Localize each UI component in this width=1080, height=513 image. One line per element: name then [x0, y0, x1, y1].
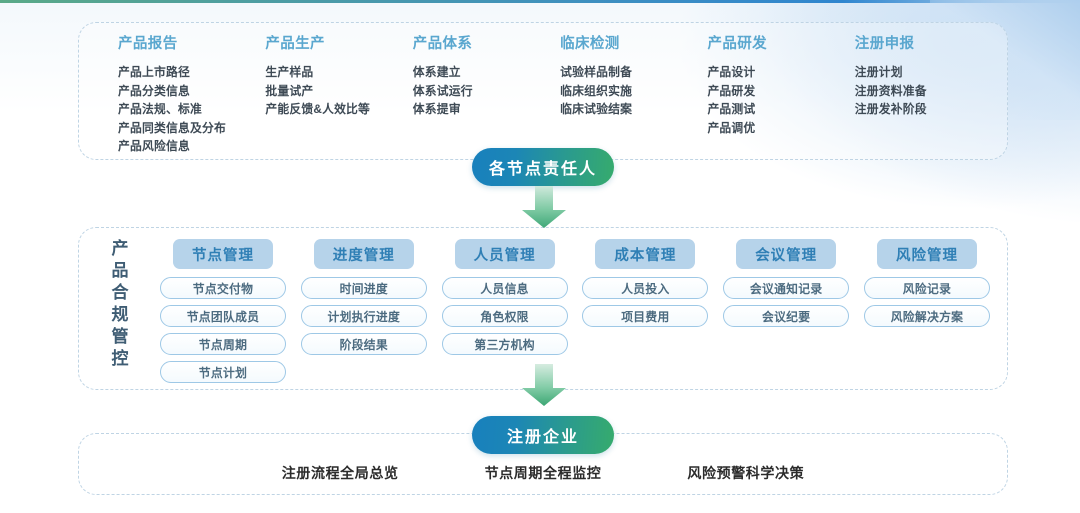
vertical-section-label-text: 产品合规管控 [108, 239, 128, 371]
matrix-column-title: 产品体系 [412, 36, 473, 52]
matrix-column-title: 产品生产 [265, 36, 325, 52]
card-meeting-management: 会议管理 会议通知记录 会议纪要 [721, 239, 851, 390]
down-arrow-icon [521, 186, 567, 228]
registered-enterprise-pill[interactable]: 注册企业 [472, 416, 614, 454]
matrix-item: 产品设计 [707, 65, 756, 79]
matrix-item: 产能反馈&人效比等 [265, 102, 371, 116]
top-matrix: 产品报告 产品上市路径 产品分类信息 产品法规、标准 产品同类信息及分布 产品风… [78, 22, 1008, 160]
card-title[interactable]: 会议管理 [736, 239, 837, 269]
card-item[interactable]: 角色权限 [441, 305, 568, 327]
matrix-column-product-system: 产品体系 体系建立 体系试运行 体系提审 [413, 32, 560, 160]
matrix-item: 注册发补阶段 [854, 102, 927, 116]
matrix-item: 产品法规、标准 [118, 102, 202, 116]
matrix-column-title: 产品报告 [118, 36, 178, 52]
matrix-column-title: 产品研发 [707, 36, 768, 52]
footer-item: 注册流程全局总览 [281, 465, 399, 481]
matrix-item: 体系建立 [412, 65, 461, 79]
card-item[interactable]: 节点周期 [160, 333, 286, 355]
matrix-item: 产品分类信息 [118, 83, 190, 98]
card-item[interactable]: 会议纪要 [723, 305, 850, 327]
matrix-item: 产品研发 [707, 83, 756, 98]
matrix-item: 生产样品 [265, 65, 314, 79]
matrix-item: 批量试产 [265, 83, 314, 98]
matrix-item: 临床试验结案 [560, 102, 633, 116]
matrix-item: 产品测试 [707, 102, 756, 116]
card-item[interactable]: 节点计划 [160, 361, 286, 383]
card-item[interactable]: 项目费用 [582, 305, 709, 327]
matrix-item: 产品调优 [707, 120, 756, 135]
card-title[interactable]: 节点管理 [173, 239, 273, 269]
card-cost-management: 成本管理 人员投入 项目费用 [580, 239, 710, 390]
card-item[interactable]: 节点交付物 [160, 277, 286, 299]
card-personnel-management: 人员管理 人员信息 角色权限 第三方机构 [440, 239, 570, 390]
registered-enterprise-label: 注册企业 [506, 429, 579, 446]
matrix-column-title: 临床检测 [560, 36, 620, 52]
matrix-item: 体系试运行 [412, 83, 473, 98]
matrix-item: 临床组织实施 [560, 83, 633, 98]
footer-item: 节点周期全程监控 [484, 465, 602, 481]
card-item[interactable]: 人员信息 [441, 277, 568, 299]
matrix-item: 产品风险信息 [118, 139, 190, 153]
matrix-item: 注册资料准备 [854, 83, 927, 98]
management-cards: 节点管理 节点交付物 节点团队成员 节点周期 节点计划 进度管理 时间进度 计划… [146, 227, 1008, 390]
matrix-column-clinical-testing: 临床检测 试验样品制备 临床组织实施 临床试验结案 [560, 32, 707, 160]
card-item[interactable]: 阶段结果 [300, 333, 427, 355]
matrix-item: 产品上市路径 [118, 65, 190, 79]
matrix-column-title: 注册申报 [854, 36, 915, 52]
card-item[interactable]: 第三方机构 [441, 333, 568, 355]
node-owner-pill[interactable]: 各节点责任人 [472, 148, 614, 186]
card-risk-management: 风险管理 风险记录 风险解决方案 [862, 239, 992, 390]
down-arrow-icon [521, 364, 567, 406]
card-item[interactable]: 风险记录 [863, 277, 990, 299]
card-title[interactable]: 进度管理 [313, 239, 414, 269]
matrix-column-product-report: 产品报告 产品上市路径 产品分类信息 产品法规、标准 产品同类信息及分布 产品风… [118, 32, 265, 160]
card-item[interactable]: 节点团队成员 [160, 305, 286, 327]
vertical-section-label: 产品合规管控 [90, 227, 146, 390]
card-item[interactable]: 会议通知记录 [723, 277, 850, 299]
top-accent-bar [0, 0, 1080, 3]
node-owner-label: 各节点责任人 [488, 161, 597, 178]
footer-benefits: 注册流程全局总览 节点周期全程监控 风险预警科学决策 [78, 433, 1008, 495]
matrix-item: 注册计划 [854, 65, 903, 79]
matrix-column-product-rnd: 产品研发 产品设计 产品研发 产品测试 产品调优 [707, 32, 854, 160]
matrix-item: 试验样品制备 [560, 65, 633, 79]
middle-section: 产品合规管控 节点管理 节点交付物 节点团队成员 节点周期 节点计划 进度管理 … [78, 227, 1008, 390]
matrix-item: 体系提审 [412, 102, 461, 116]
card-item[interactable]: 人员投入 [582, 277, 709, 299]
footer-item: 风险预警科学决策 [687, 465, 805, 481]
card-title[interactable]: 风险管理 [876, 239, 977, 269]
card-title[interactable]: 成本管理 [595, 239, 696, 269]
matrix-item: 产品同类信息及分布 [118, 120, 226, 135]
card-item[interactable]: 风险解决方案 [863, 305, 990, 327]
matrix-column-registration-filing: 注册申报 注册计划 注册资料准备 注册发补阶段 [855, 32, 1008, 160]
card-title[interactable]: 人员管理 [454, 239, 555, 269]
card-item[interactable]: 时间进度 [300, 277, 427, 299]
card-item[interactable]: 计划执行进度 [300, 305, 427, 327]
top-matrix-panel [78, 22, 1008, 160]
card-progress-management: 进度管理 时间进度 计划执行进度 阶段结果 [299, 239, 429, 390]
matrix-column-product-manufacturing: 产品生产 生产样品 批量试产 产能反馈&人效比等 [265, 32, 412, 160]
card-node-management: 节点管理 节点交付物 节点团队成员 节点周期 节点计划 [158, 239, 288, 390]
